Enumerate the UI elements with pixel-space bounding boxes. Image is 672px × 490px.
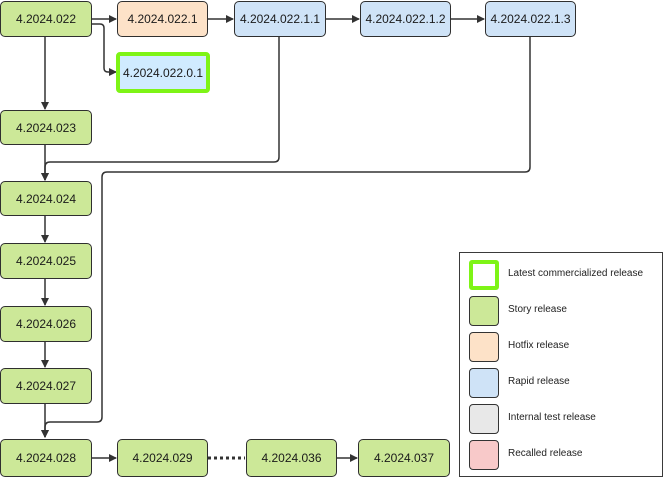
legend-swatch-hotfix: [469, 332, 499, 362]
legend-swatch-story: [469, 296, 499, 326]
release-node-4-2024-026[interactable]: 4.2024.026: [0, 306, 92, 342]
legend-swatch-rapid: [469, 368, 499, 398]
legend-row-latest: Latest commercialized release: [460, 260, 662, 290]
legend: Latest commercialized release Story rele…: [459, 252, 663, 477]
legend-row-story: Story release: [460, 296, 662, 326]
legend-label-hotfix: Hotfix release: [508, 340, 570, 351]
release-node-4-2024-022-1-3[interactable]: 4.2024.022.1.3: [485, 1, 576, 37]
legend-label-internal: Internal test release: [508, 412, 596, 423]
legend-row-rapid: Rapid release: [460, 368, 662, 398]
release-node-4-2024-022-0-1-latest[interactable]: 4.2024.022.0.1: [116, 52, 210, 93]
release-node-4-2024-036[interactable]: 4.2024.036: [246, 439, 337, 477]
release-node-4-2024-024[interactable]: 4.2024.024: [0, 181, 92, 216]
legend-label-story: Story release: [508, 304, 567, 315]
release-node-4-2024-028[interactable]: 4.2024.028: [0, 439, 92, 477]
release-node-4-2024-022-1[interactable]: 4.2024.022.1: [117, 1, 208, 37]
legend-row-internal: Internal test release: [460, 404, 662, 434]
release-node-4-2024-025[interactable]: 4.2024.025: [0, 243, 92, 279]
edge-022-1-3-to-028: [41, 37, 531, 438]
release-node-4-2024-037[interactable]: 4.2024.037: [358, 439, 450, 477]
release-node-4-2024-023[interactable]: 4.2024.023: [0, 110, 92, 145]
legend-swatch-latest: [469, 260, 499, 290]
legend-label-recalled: Recalled release: [508, 448, 583, 459]
edge-022-1-1-to-024: [41, 37, 280, 181]
legend-swatch-recalled: [469, 440, 499, 470]
legend-row-recalled: Recalled release: [460, 440, 662, 470]
release-node-4-2024-022-1-2[interactable]: 4.2024.022.1.2: [360, 1, 451, 37]
legend-label-rapid: Rapid release: [508, 376, 570, 387]
release-node-4-2024-022-1-1[interactable]: 4.2024.022.1.1: [234, 1, 326, 37]
edge-022-to-022-0-1: [92, 23, 117, 76]
legend-label-latest: Latest commercialized release: [508, 268, 644, 279]
release-node-4-2024-029[interactable]: 4.2024.029: [117, 439, 208, 477]
legend-swatch-internal: [469, 404, 499, 434]
release-node-4-2024-022[interactable]: 4.2024.022: [0, 1, 92, 37]
legend-row-hotfix: Hotfix release: [460, 332, 662, 362]
release-node-4-2024-027[interactable]: 4.2024.027: [0, 368, 92, 404]
